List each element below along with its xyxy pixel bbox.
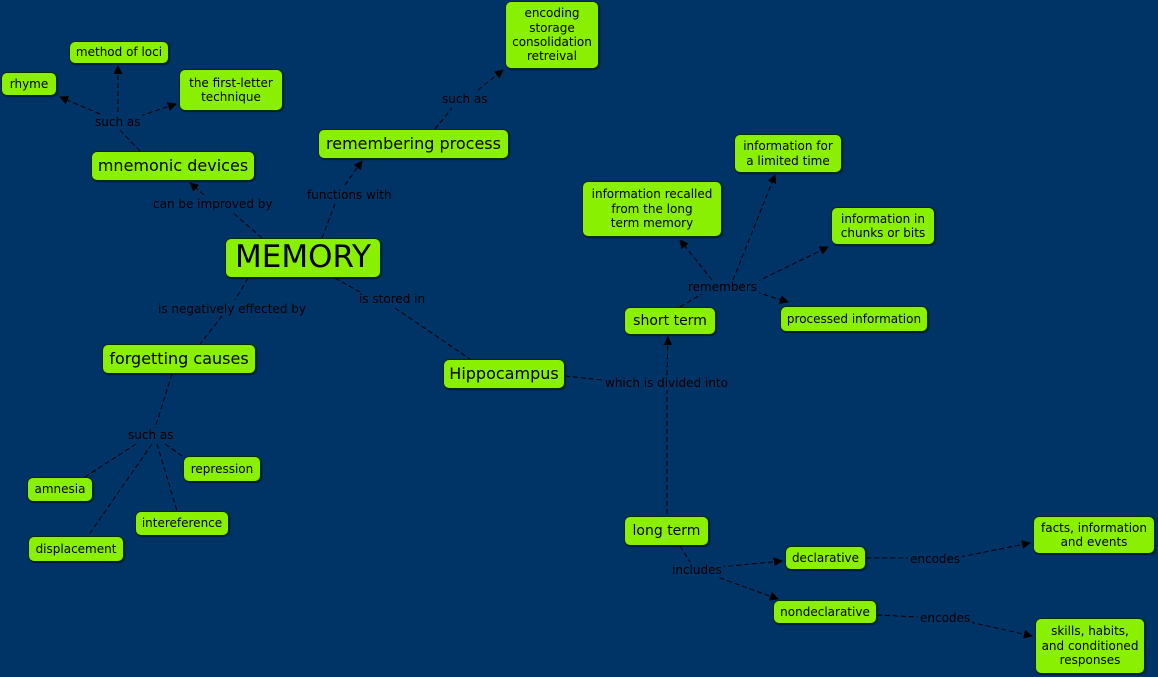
link-label-can-be-improved-by: can be improved by [151, 197, 275, 211]
node-info-chunks[interactable]: information in chunks or bits [831, 207, 935, 245]
edge-encodes-to-facts [959, 540, 1031, 558]
link-label-negatively-effected-by: is negatively effected by [156, 302, 309, 316]
edge-negatively-to-forgetting [199, 315, 223, 345]
node-repression[interactable]: repression [183, 456, 261, 482]
edge-memory-to-functions-with [321, 203, 336, 239]
edge-encodes-to-skills [969, 621, 1033, 639]
edge-memory-to-can-be-improved [231, 211, 263, 239]
link-label-encodes-declarative: encodes [908, 552, 963, 566]
edge-remembers-to-info-recalled [679, 239, 713, 281]
link-label-which-is-divided-into: which is divided into [603, 376, 730, 390]
edge-functions-with-to-remembering [344, 160, 363, 186]
edge-divided-into-to-short-term [663, 336, 673, 376]
node-nondeclarative[interactable]: nondeclarative [773, 600, 877, 624]
node-hippocampus[interactable]: Hippocampus [443, 359, 565, 389]
node-displacement[interactable]: displacement [28, 536, 124, 562]
edge-memory-to-stored-in [334, 277, 361, 293]
node-info-limited-time[interactable]: information for a limited time [734, 134, 842, 173]
edge-short-term-to-remembers [679, 291, 706, 308]
edge-includes-to-nondeclarative [711, 574, 779, 601]
edge-nondeclarative-to-encodes [876, 614, 919, 618]
edge-such-as-to-rhyme [59, 96, 101, 115]
node-first-letter-technique[interactable]: the first-letter technique [179, 69, 283, 111]
node-method-of-loci[interactable]: method of loci [69, 41, 169, 64]
edge-memory-to-negatively [234, 277, 249, 301]
link-label-is-stored-in: is stored in [357, 292, 428, 306]
edge-hippocampus-to-divided-into [564, 375, 604, 381]
node-remembering-process[interactable]: remembering process [318, 129, 509, 159]
link-label-encodes-nondeclarative: encodes [918, 611, 973, 625]
edge-such-as-to-repression [164, 443, 186, 459]
node-short-term[interactable]: short term [624, 307, 716, 335]
edge-such-as-to-interference [156, 443, 178, 512]
edge-forgetting-to-such-as [154, 373, 173, 429]
node-declarative[interactable]: declarative [785, 546, 866, 570]
node-facts-information-events[interactable]: facts, information and events [1033, 516, 1155, 554]
link-label-such-as-mnemonic: such as [93, 115, 143, 129]
edge-such-as-to-displacement [87, 443, 153, 537]
edge-such-as-to-encoding [477, 69, 504, 91]
node-skills-habits[interactable]: skills, habits, and conditioned response… [1035, 618, 1145, 674]
link-label-functions-with: functions with [305, 188, 394, 202]
link-label-remembers: remembers [686, 280, 759, 294]
link-label-such-as-remembering: such as [440, 92, 490, 106]
link-label-such-as-forgetting: such as [126, 428, 176, 442]
edge-mnemonic-to-such-as [117, 127, 141, 152]
edge-remembers-to-processed [755, 291, 789, 304]
node-interference[interactable]: intereference [135, 511, 229, 536]
node-amnesia[interactable]: amnesia [27, 477, 93, 502]
node-encoding-stages[interactable]: encoding storage consolidation retreival [505, 1, 599, 69]
node-memory[interactable]: MEMORY [225, 238, 381, 278]
link-label-includes: includes [670, 563, 724, 577]
edge-remembering-to-such-as [434, 107, 453, 130]
node-rhyme[interactable]: rhyme [1, 72, 57, 96]
edge-such-as-to-first-letter [139, 102, 177, 117]
node-forgetting-causes[interactable]: forgetting causes [102, 344, 256, 374]
edge-stored-in-to-hippocampus [394, 307, 471, 360]
edge-long-term-to-includes [679, 545, 691, 563]
node-long-term[interactable]: long term [624, 516, 709, 546]
edge-includes-to-declarative [719, 557, 783, 568]
edge-such-as-to-amnesia [84, 443, 137, 478]
node-mnemonic-devices[interactable]: mnemonic devices [91, 151, 255, 181]
edge-remembers-to-info-limited [732, 174, 777, 281]
node-info-recalled[interactable]: information recalled from the long term … [582, 181, 722, 237]
node-processed-info[interactable]: processed information [780, 306, 928, 332]
edge-remembers-to-info-chunks [755, 246, 829, 283]
